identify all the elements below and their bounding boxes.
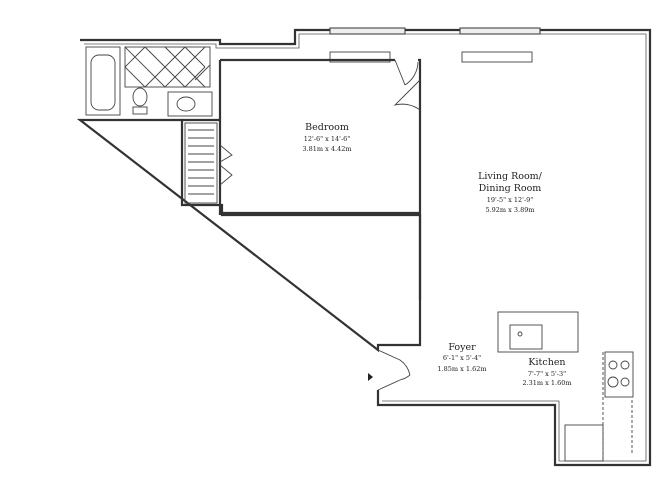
window-sill [329,51,391,63]
stove [604,351,634,398]
kitchen-label: Kitchen [528,357,565,368]
interior-walls [182,58,422,300]
living-room-label: Living Room/ [478,171,543,182]
closet-doors [219,144,233,186]
foyer-label: Foyer [448,342,476,353]
counter [497,311,579,353]
bedroom-dimensions-imperial: 12'-6" x 14'-6" [304,135,351,143]
foyer-dimensions-imperial: 6'-1" x 5'-4" [443,354,481,362]
kitchen-dimensions-metric: 2.31m x 1.60m [522,379,571,387]
kitchen-dimensions-imperial: 7'-7" x 5'-3" [528,370,566,378]
bedroom-label: Bedroom [305,122,349,133]
toilet [132,87,148,107]
bedroom-door [394,59,419,86]
dining-room-label: Dining Room [479,183,542,194]
foyer-dimensions-metric: 1.85m x 1.62m [437,365,486,373]
bedroom-dimensions-metric: 3.81m x 4.42m [302,145,351,153]
exterior-walls [76,28,652,467]
bathroom [85,46,213,117]
window [329,27,406,35]
sink-counter [167,91,213,117]
closet [184,122,233,204]
bathroom-door [393,79,421,111]
entry-door [377,349,411,391]
refrigerator [564,424,604,462]
living-dimensions-imperial: 19'-5" x 12'-9" [487,196,534,204]
sink [176,96,196,112]
tiled-floor [124,46,211,88]
kitchen-sink [509,324,543,350]
window [459,27,541,35]
kitchen-fixtures [497,311,634,462]
bathtub [85,46,121,116]
living-dimensions-metric: 5.92m x 3.89m [485,206,534,214]
entry-arrow-icon [368,373,373,381]
bathtub-basin [90,54,116,111]
window-sill [461,51,533,63]
